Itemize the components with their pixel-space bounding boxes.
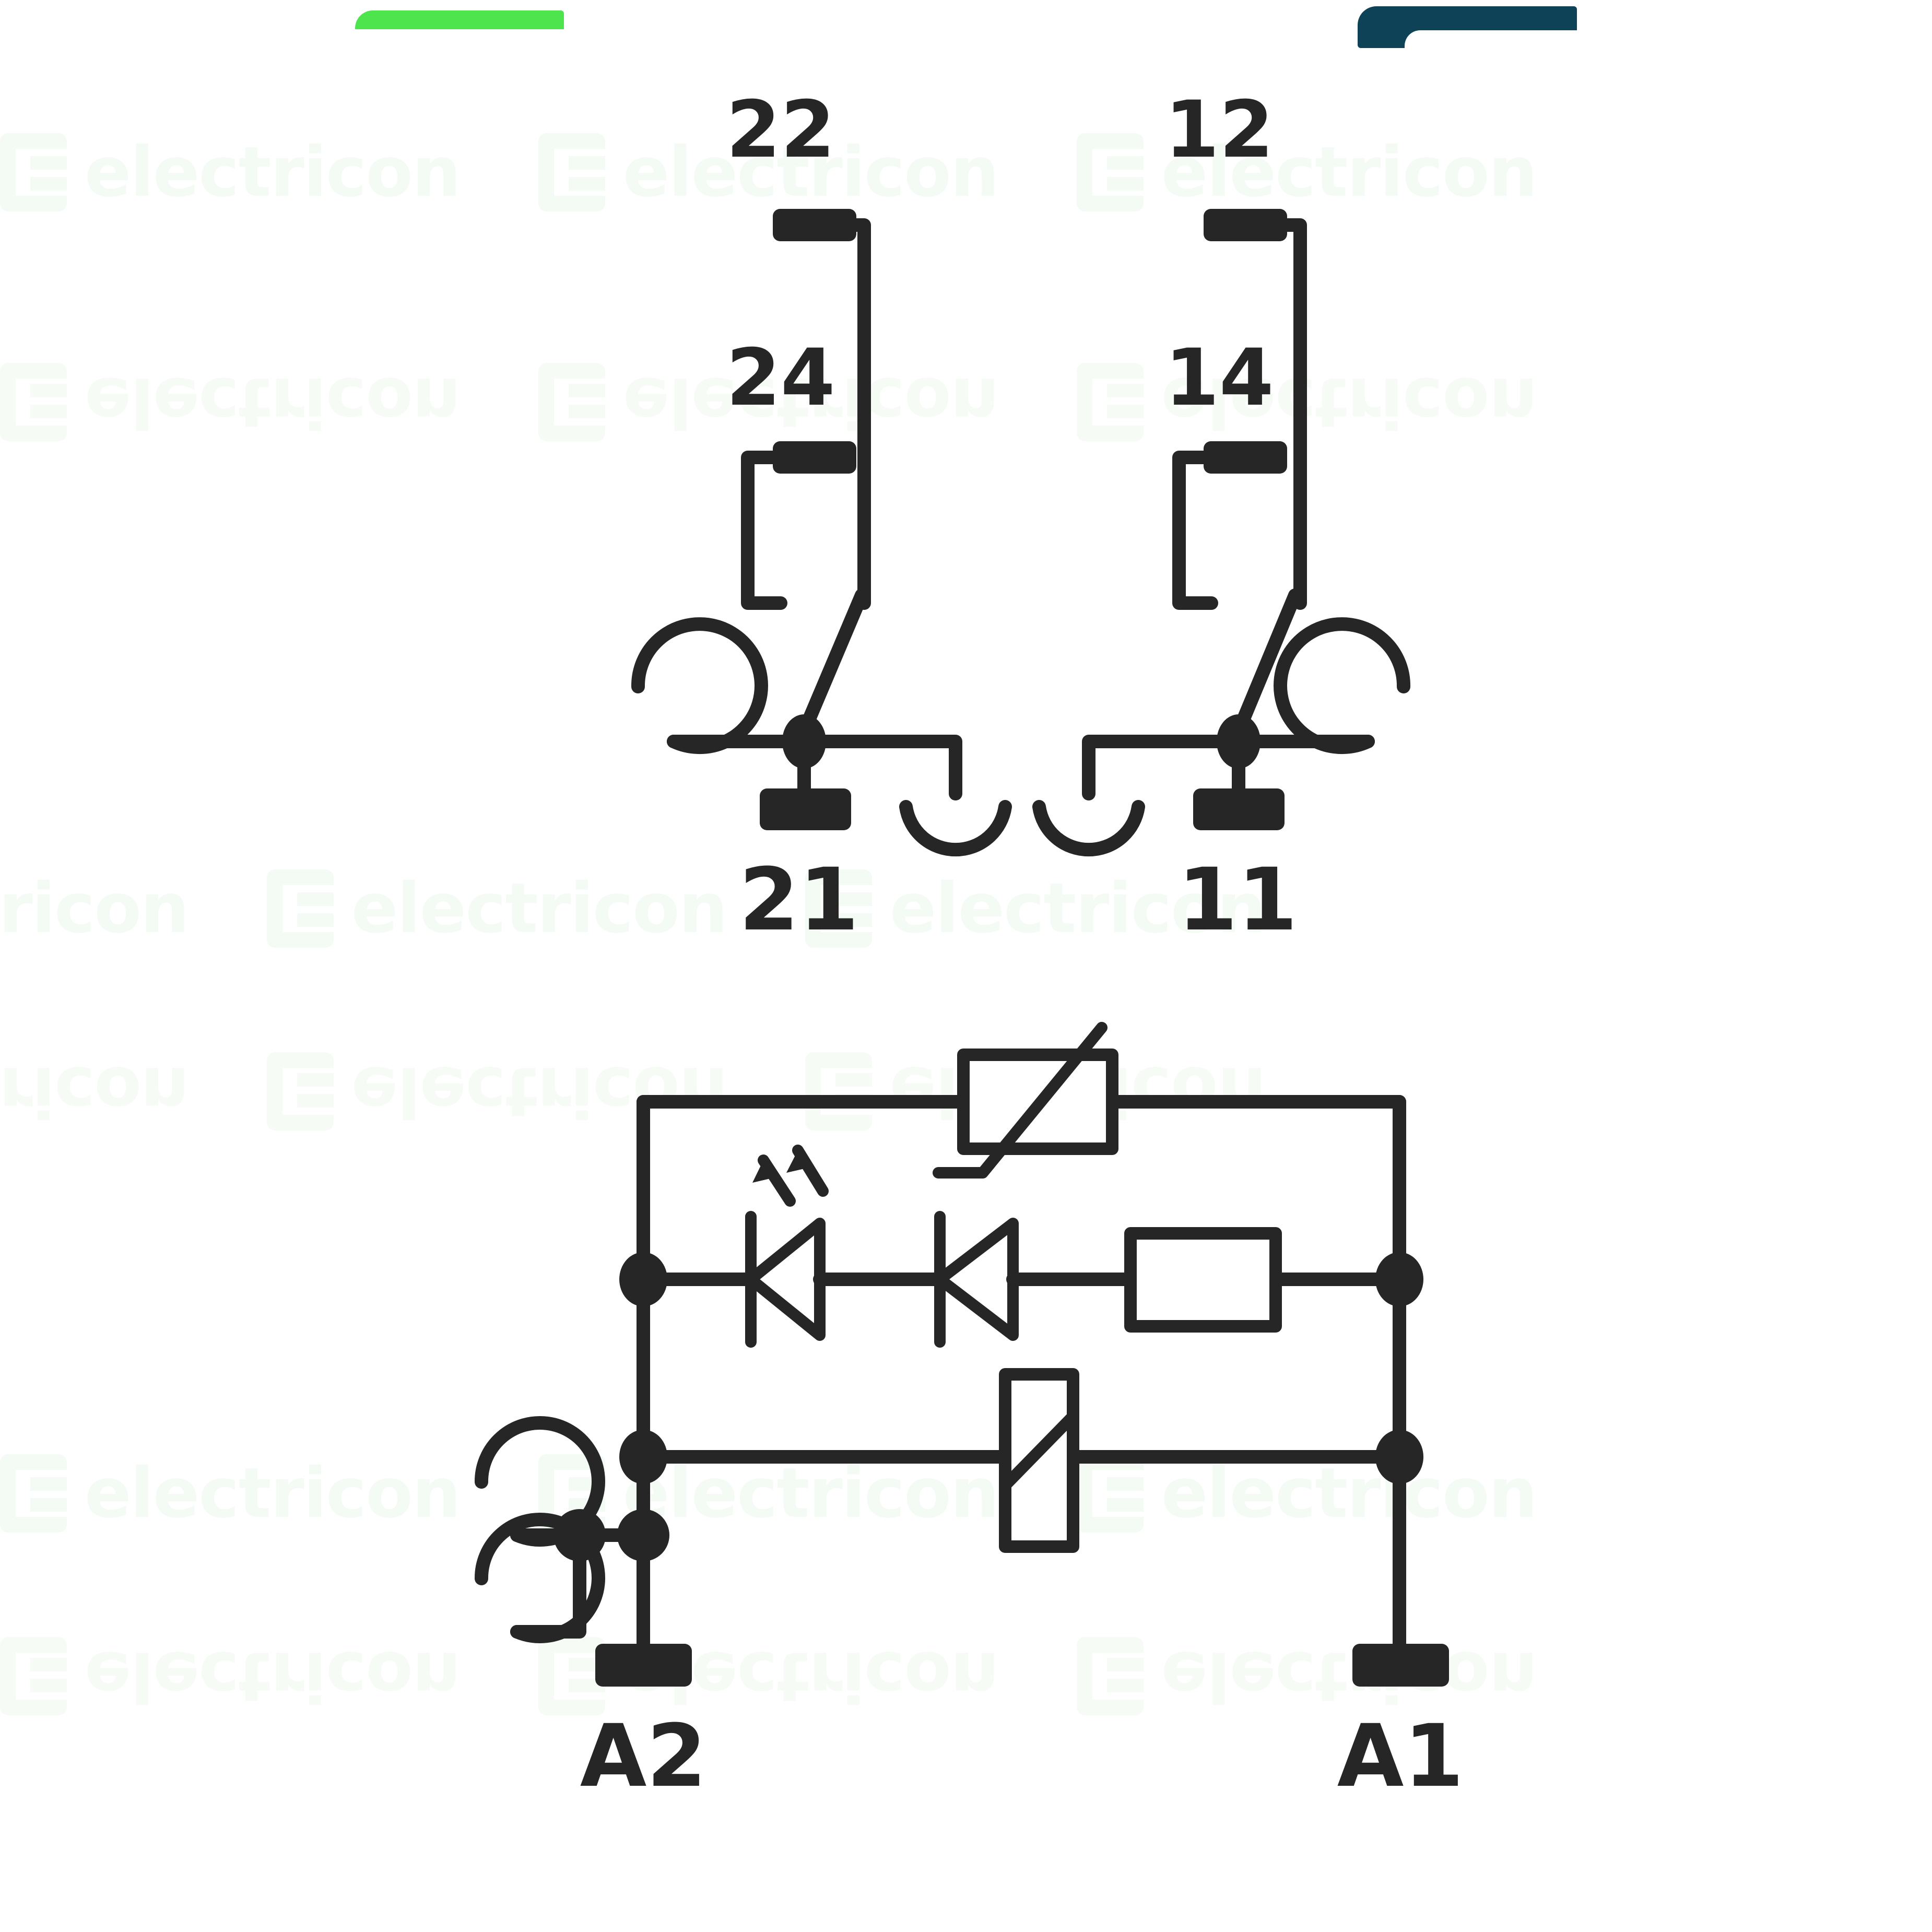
label-14: 14 <box>1165 333 1274 423</box>
watermark-logo-icon <box>0 1454 67 1533</box>
bridge-arc-left-outer <box>631 617 768 755</box>
junction-node-a2-coil <box>619 1430 667 1484</box>
wire-12-to-pivot <box>1278 218 1307 610</box>
watermark-logo-icon <box>0 133 67 211</box>
coil-circuit: A2 A1 <box>474 1022 1464 1806</box>
contact-group-right: 12 14 11 <box>1032 85 1411 950</box>
watermark-logo-icon <box>538 133 605 211</box>
watermark-text: electricon <box>85 132 461 213</box>
relay-coil-slash <box>999 1410 1079 1491</box>
diode-triangle <box>934 1218 1019 1341</box>
relay-coil-body <box>999 1368 1079 1553</box>
junction-node-a2-bridge-b <box>617 1509 669 1561</box>
terminal-pad-12 <box>1204 209 1287 241</box>
watermark-text: electricon <box>85 1453 461 1534</box>
watermark-text: electricon <box>0 868 190 949</box>
led-emission-arrowhead-1 <box>752 1160 777 1183</box>
junction-node-a2-bridge-a <box>553 1509 606 1561</box>
wire-22-to-pivot <box>842 218 871 610</box>
brand-logo-teal-mask <box>1405 30 1577 62</box>
watermark-text: electricon <box>622 1453 999 1534</box>
terminal-pad-24 <box>773 441 856 474</box>
bridge-arc-right-inner <box>1032 800 1145 857</box>
junction-node-a1-coil <box>1375 1430 1423 1484</box>
resistor-body <box>1124 1227 1282 1333</box>
junction-node-a1-branch2 <box>1375 1252 1423 1306</box>
wire-14-bracket <box>1172 451 1218 610</box>
terminal-pad-21 <box>760 788 851 830</box>
watermark-text: electricon <box>1161 132 1538 213</box>
label-22: 22 <box>726 85 835 175</box>
label-12: 12 <box>1165 85 1274 175</box>
junction-node-left <box>782 714 826 769</box>
label-a2: A2 <box>580 1706 707 1806</box>
watermark-text: electricon <box>351 868 728 949</box>
label-24: 24 <box>726 333 835 423</box>
common-bus-right <box>1082 735 1375 800</box>
led-emission-arrowhead-2 <box>786 1150 811 1173</box>
terminal-pad-a1 <box>1352 1644 1449 1687</box>
watermark-logo-icon <box>1076 133 1144 211</box>
brand-logo-green-mask <box>355 29 574 61</box>
watermark-text: electricon <box>1161 1453 1538 1534</box>
contact-arm-right <box>1232 588 1302 738</box>
terminal-pad-14 <box>1204 441 1287 474</box>
label-11: 11 <box>1177 850 1298 950</box>
varistor-slash <box>933 1022 1108 1179</box>
contact-arm-left <box>797 588 868 738</box>
terminal-pad-a2 <box>595 1644 692 1687</box>
junction-node-a2-branch2 <box>619 1252 667 1306</box>
junction-node-right <box>1217 714 1260 769</box>
watermark-logo-icon <box>805 869 872 948</box>
wire-24-bracket <box>741 451 787 610</box>
bridge-arc-right-outer <box>1274 617 1411 755</box>
terminal-pad-11 <box>1193 788 1285 830</box>
terminal-pad-22 <box>773 209 856 241</box>
contact-group-left: 22 24 21 <box>631 85 1012 950</box>
watermark-text: electricon <box>622 132 999 213</box>
common-bus-left <box>667 735 962 800</box>
led-triangle <box>745 1218 826 1341</box>
bridge-arc-left-inner <box>899 800 1012 857</box>
watermark-text: electricon <box>889 868 1266 949</box>
label-21: 21 <box>739 850 859 950</box>
watermark-logo-icon <box>266 869 334 948</box>
label-a1: A1 <box>1337 1706 1464 1806</box>
